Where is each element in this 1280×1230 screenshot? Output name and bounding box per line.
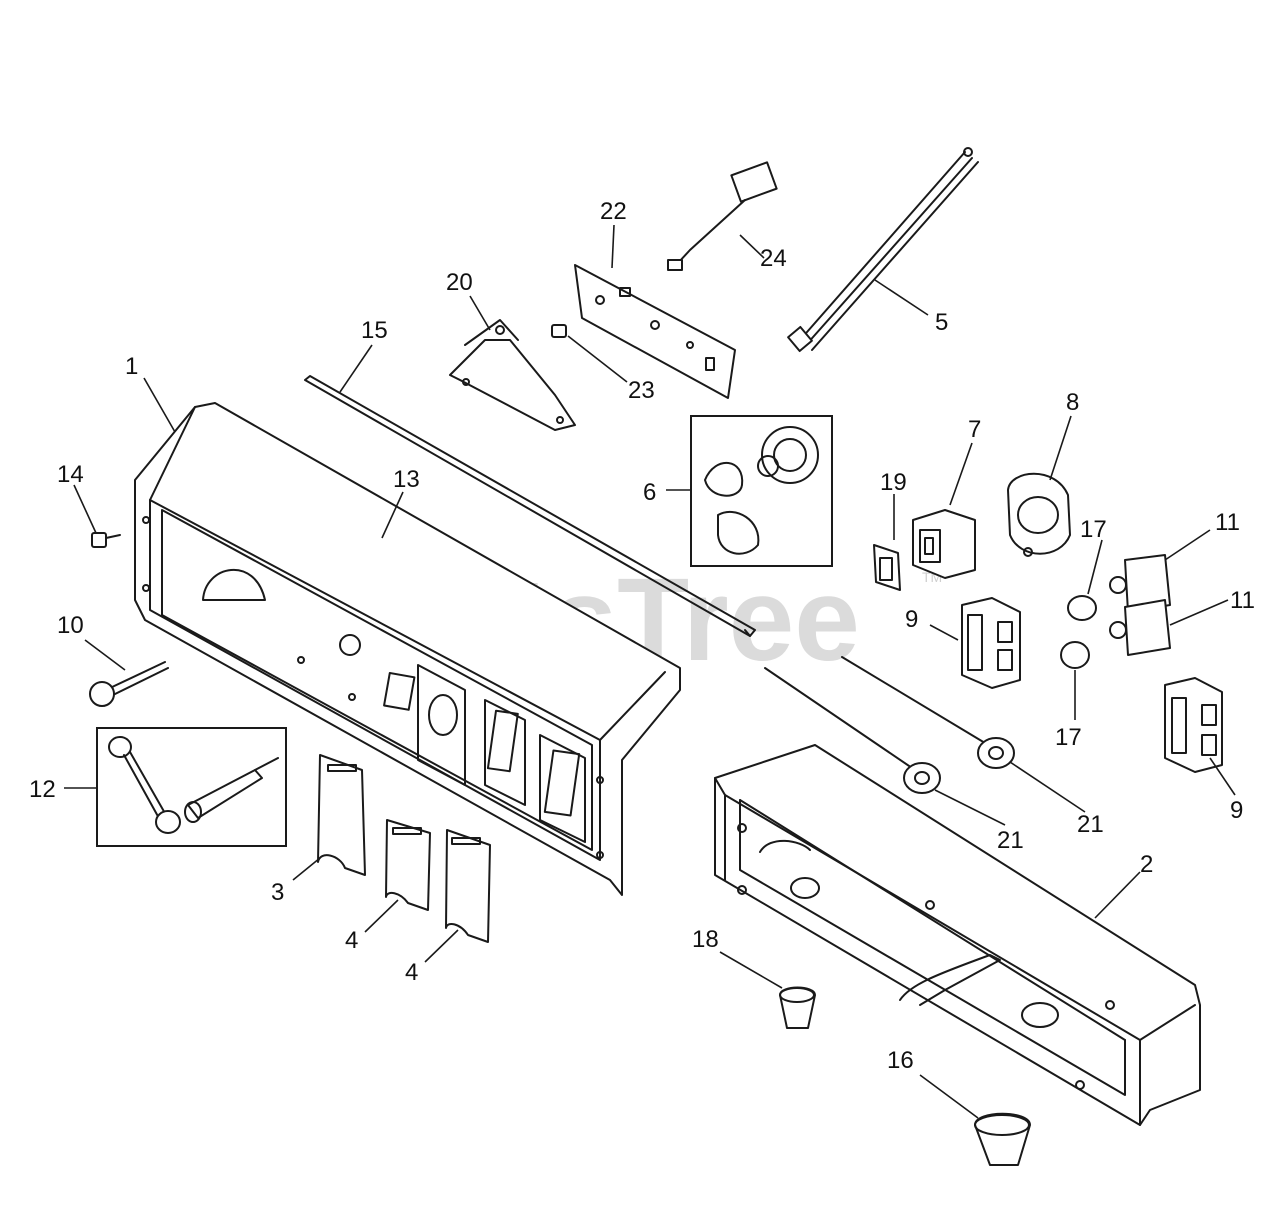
part-screw[interactable] bbox=[551, 324, 567, 338]
callout-9-right: 9 bbox=[1230, 797, 1243, 824]
part-control-box[interactable] bbox=[714, 744, 1201, 1126]
callout-1: 1 bbox=[125, 353, 138, 380]
part-key-switch-detail[interactable] bbox=[690, 415, 833, 567]
part-cap-detail[interactable] bbox=[96, 727, 287, 847]
part-wire-grommet-right[interactable] bbox=[841, 656, 1015, 769]
part-wire-connector[interactable] bbox=[667, 161, 778, 271]
part-fuse-holder[interactable] bbox=[89, 661, 169, 707]
part-screw-14[interactable] bbox=[91, 532, 121, 548]
callout-13: 13 bbox=[393, 466, 420, 493]
callout-10: 10 bbox=[57, 612, 84, 639]
callout-17-upper: 17 bbox=[1080, 516, 1107, 543]
part-cover-4b[interactable] bbox=[445, 829, 491, 943]
part-knob-upper[interactable] bbox=[1067, 595, 1097, 621]
callout-18: 18 bbox=[692, 926, 719, 953]
callout-11-upper: 11 bbox=[1215, 509, 1240, 536]
callout-15: 15 bbox=[361, 317, 388, 344]
callout-21-left: 21 bbox=[997, 827, 1024, 854]
callout-9-middle: 9 bbox=[905, 606, 918, 633]
callout-17-lower: 17 bbox=[1055, 724, 1082, 751]
callout-4-upper: 4 bbox=[345, 927, 358, 954]
part-plug-small[interactable] bbox=[779, 986, 816, 1029]
part-twist-lock-outlet[interactable] bbox=[1007, 472, 1071, 557]
part-plug-large[interactable] bbox=[974, 1112, 1031, 1166]
part-wire-harness[interactable] bbox=[787, 147, 979, 353]
callout-12: 12 bbox=[29, 776, 56, 803]
callout-20: 20 bbox=[446, 269, 473, 296]
part-breaker-lower[interactable] bbox=[1109, 599, 1171, 656]
callout-16: 16 bbox=[887, 1047, 914, 1074]
part-trim-strip[interactable] bbox=[304, 375, 756, 637]
callout-19: 19 bbox=[880, 469, 907, 496]
part-bracket[interactable] bbox=[449, 319, 576, 431]
part-circuit-board[interactable] bbox=[574, 264, 736, 399]
callout-8: 8 bbox=[1066, 389, 1079, 416]
part-cover-4a[interactable] bbox=[385, 819, 431, 911]
part-knob-lower[interactable] bbox=[1060, 641, 1090, 669]
part-receptacle-right[interactable] bbox=[1164, 677, 1223, 773]
callout-14: 14 bbox=[57, 461, 84, 488]
callout-24: 24 bbox=[760, 245, 787, 272]
part-rocker-switch[interactable] bbox=[912, 509, 976, 579]
callout-2: 2 bbox=[1140, 851, 1153, 878]
callout-5: 5 bbox=[935, 309, 948, 336]
callout-22: 22 bbox=[600, 198, 627, 225]
part-small-switch[interactable] bbox=[873, 544, 901, 591]
part-control-panel[interactable] bbox=[134, 402, 681, 896]
callout-3: 3 bbox=[271, 879, 284, 906]
callout-6: 6 bbox=[643, 479, 656, 506]
callout-21-right: 21 bbox=[1077, 811, 1104, 838]
callout-11-lower: 11 bbox=[1230, 587, 1255, 614]
part-cover-3[interactable] bbox=[317, 754, 366, 876]
part-wire-grommet-left[interactable] bbox=[764, 667, 941, 794]
part-breaker-upper[interactable] bbox=[1109, 554, 1171, 613]
callout-23: 23 bbox=[628, 377, 655, 404]
callout-7: 7 bbox=[968, 416, 981, 443]
callout-4-lower: 4 bbox=[405, 959, 418, 986]
part-receptacle-middle[interactable] bbox=[961, 597, 1021, 689]
